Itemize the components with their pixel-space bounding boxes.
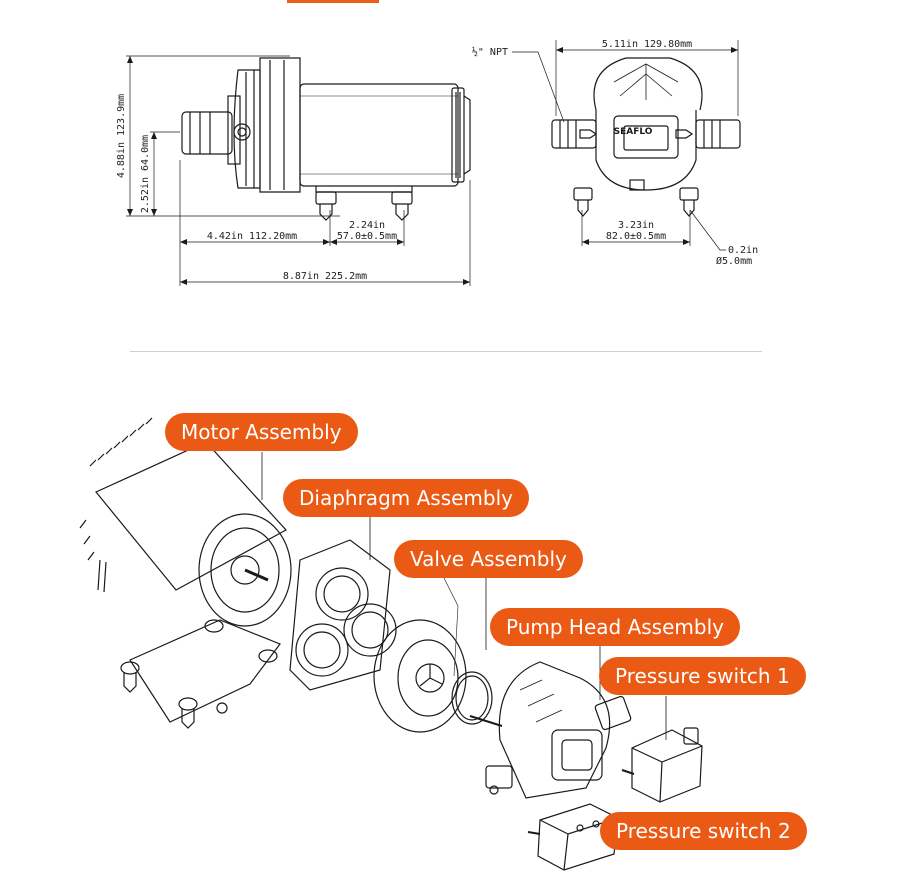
callout-pump-head-assembly: Pump Head Assembly <box>490 608 740 646</box>
dim-hole-mm: Ø5.0mm <box>716 255 752 267</box>
dim-foot-width-mm: 82.0±0.5mm <box>606 231 666 242</box>
exploded-pressure-switch-1 <box>621 727 703 803</box>
dim-port-thread: ½" NPT <box>472 46 508 58</box>
dim-length-total: 8.87in 225.2mm <box>283 271 367 282</box>
exploded-valve <box>373 577 493 733</box>
exploded-motor <box>79 417 292 627</box>
callout-diaphragm-assembly: Diaphragm Assembly <box>283 479 529 517</box>
dim-height-inlet: 2.52in 64.0mm <box>140 135 151 213</box>
dim-foot-width-in: 3.23in <box>618 220 654 231</box>
callout-valve-assembly: Valve Assembly <box>394 540 583 578</box>
exploded-pump-head <box>469 661 632 799</box>
dim-foot-spacing-mm: 57.0±0.5mm <box>337 231 397 242</box>
exploded-base-bracket <box>120 619 281 729</box>
brand-mark: SEAFLO <box>614 127 653 137</box>
callout-motor-assembly: Motor Assembly <box>165 413 358 451</box>
top-accent-bar <box>287 0 379 3</box>
front-view-pump <box>551 57 741 217</box>
dim-height-total: 4.88in 123.9mm <box>116 94 127 178</box>
side-view-pump-head <box>181 57 301 193</box>
side-view-base <box>315 186 413 221</box>
exploded-diaphragm <box>289 539 397 691</box>
dim-hole-in: 0.2in <box>728 245 758 256</box>
section-divider <box>130 351 762 352</box>
callout-pressure-switch-2: Pressure switch 2 <box>600 812 807 850</box>
dim-width-total: 5.11in 129.80mm <box>602 39 692 50</box>
dim-foot-spacing-in: 2.24in <box>349 220 385 231</box>
callout-leaders <box>261 452 667 833</box>
callout-pressure-switch-1: Pressure switch 1 <box>599 657 806 695</box>
dim-depth-head: 4.42in 112.20mm <box>207 231 297 242</box>
dimension-drawing: SEAFLO <box>116 39 758 286</box>
